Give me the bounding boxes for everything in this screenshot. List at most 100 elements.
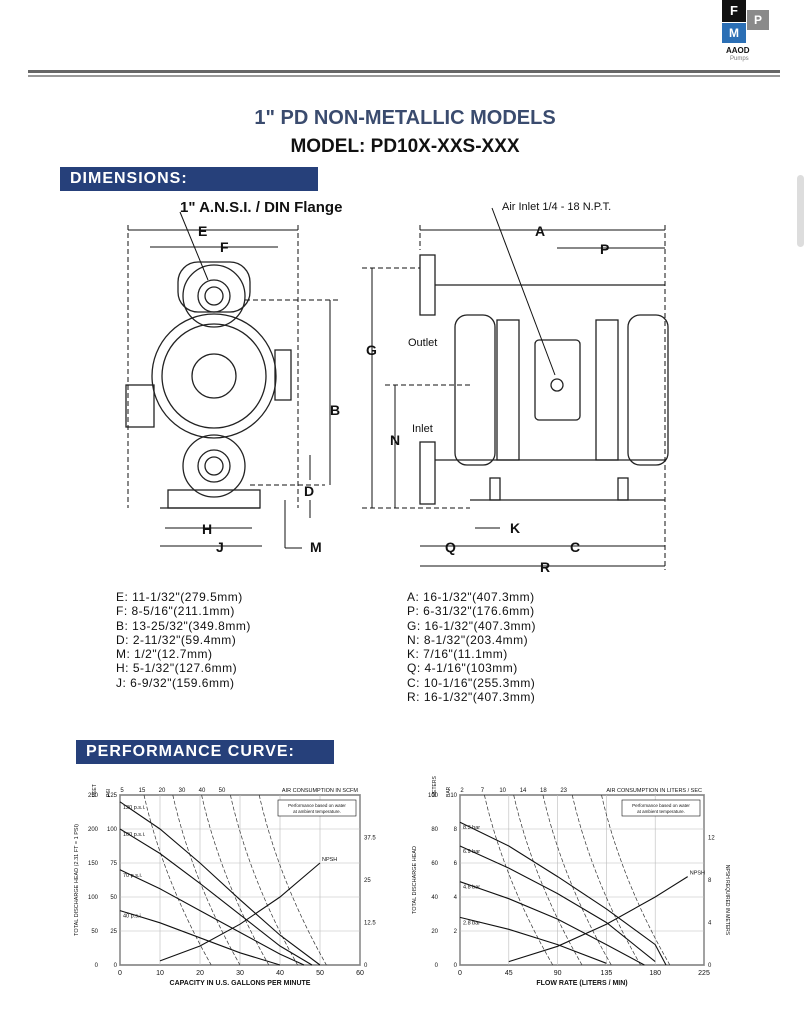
right-tick-label: 37.5 xyxy=(364,836,376,842)
series-line xyxy=(459,821,667,966)
top-tick-label: 2 xyxy=(460,788,464,794)
x-axis-label: FLOW RATE (LITERS / MIN) xyxy=(536,980,627,987)
top-axis-label: AIR CONSUMPTION IN SCFM xyxy=(282,788,359,794)
x-tick-label: 0 xyxy=(118,970,122,977)
y-tick-label: 0 xyxy=(95,963,99,969)
top-tick-label: 5 xyxy=(120,788,124,794)
dim-label-a: A xyxy=(535,223,545,239)
top-tick-label: 18 xyxy=(540,788,547,794)
x-tick-label: 135 xyxy=(601,970,613,977)
inlet-label: Inlet xyxy=(412,423,433,435)
logo-subtitle: Pumps xyxy=(730,56,749,62)
y-tick-label-secondary: 10 xyxy=(450,793,457,799)
note-line: Performance based on water xyxy=(288,803,346,808)
pressure-label: 2.8 bar xyxy=(463,920,480,926)
dim-label-k: K xyxy=(510,520,520,536)
top-tick-label: 40 xyxy=(199,788,206,794)
right-tick-label: 25 xyxy=(364,878,371,884)
top-tick-label: 15 xyxy=(139,788,146,794)
dimension-drawing: 1" A.N.S.I. / DIN Flange E F B D H J M A… xyxy=(125,199,669,575)
series-line xyxy=(119,801,321,966)
air-consumption-curve xyxy=(484,794,554,966)
dim-item: D: 2-11/32"(59.4mm) xyxy=(116,632,237,647)
air-consumption-curve xyxy=(601,794,671,966)
air-consumption-curve xyxy=(143,794,212,966)
series-line xyxy=(159,862,321,962)
dim-label-q: Q xyxy=(445,539,456,555)
y-tick-label-secondary: 50 xyxy=(110,895,117,901)
logo-letter-p: P xyxy=(747,10,769,30)
y-tick-label-secondary: 75 xyxy=(110,861,117,867)
scrollbar-thumb[interactable] xyxy=(797,175,804,247)
air-consumption-curve xyxy=(258,794,327,966)
series-line xyxy=(119,910,281,966)
note-line: Performance based on water xyxy=(632,803,690,808)
outlet-label: Outlet xyxy=(408,337,437,349)
dim-label-j: J xyxy=(216,539,224,555)
dim-label-p: P xyxy=(600,241,609,257)
y-tick-label: 80 xyxy=(431,827,438,833)
air-consumption-curve xyxy=(542,794,612,966)
note-line: at ambient temperature. xyxy=(637,809,685,814)
y-tick-label: 50 xyxy=(91,929,98,935)
pressure-label: 100 p.s.i. xyxy=(123,832,146,838)
series-line xyxy=(459,916,607,964)
dim-item: G: 16-1/32"(407.3mm) xyxy=(407,618,536,633)
y-tick-label: 60 xyxy=(431,861,438,867)
npsh-label: NPSH xyxy=(690,871,705,877)
pressure-label: 8.3 bar xyxy=(463,825,480,831)
x-tick-label: 50 xyxy=(316,970,324,977)
dim-item: R: 16-1/32"(407.3mm) xyxy=(407,690,536,705)
dim-label-c: C xyxy=(570,539,580,555)
air-consumption-curve xyxy=(571,794,641,966)
y-tick-label: 40 xyxy=(431,895,438,901)
y-tick-label-secondary: 4 xyxy=(454,895,458,901)
x-tick-label: 0 xyxy=(458,970,462,977)
dim-label-b: B xyxy=(330,402,340,418)
y-tick-label-secondary: 0 xyxy=(114,963,118,969)
right-tick-label: 4 xyxy=(708,921,712,927)
dim-item: C: 10-1/16"(255.3mm) xyxy=(407,675,536,690)
dim-label-m: M xyxy=(310,539,322,555)
y-tick-label-secondary: 125 xyxy=(107,793,118,799)
dim-item: E: 11-1/32"(279.5mm) xyxy=(116,590,243,604)
y-tick-label-secondary: 100 xyxy=(107,827,118,833)
series-line xyxy=(119,828,313,966)
dim-item: M: 1/2"(12.7mm) xyxy=(116,647,213,662)
right-axis-label: NPSH REQUIRED IN METERS xyxy=(724,865,730,936)
model-title: MODEL: PD10X-XXS-XXX xyxy=(290,136,520,157)
dim-item: K: 7/16"(11.1mm) xyxy=(407,647,508,662)
dim-item: B: 13-25/32"(349.8mm) xyxy=(116,618,251,633)
logo-letter-m: M xyxy=(722,23,746,43)
y-tick-label-secondary: 0 xyxy=(454,963,458,969)
dim-item: Q: 4-1/16"(103mm) xyxy=(407,661,518,676)
right-tick-label: 0 xyxy=(364,963,368,969)
pressure-label: 40 p.s.i. xyxy=(123,914,143,920)
npsh-label: NPSH xyxy=(322,857,337,863)
air-consumption-curve xyxy=(172,794,241,966)
x-tick-label: 30 xyxy=(236,970,244,977)
note-line: at ambient temperature. xyxy=(293,809,341,814)
dim-label-f: F xyxy=(220,239,229,255)
dim-label-e: E xyxy=(198,223,207,239)
right-tick-label: 8 xyxy=(708,878,712,884)
y-tick-label: 100 xyxy=(428,793,439,799)
series-line xyxy=(459,845,656,963)
x-tick-label: 90 xyxy=(554,970,562,977)
y-unit-label-secondary: BAR xyxy=(446,786,452,797)
right-tick-label: 0 xyxy=(708,963,712,969)
pressure-label: 120 p.s.i. xyxy=(123,805,146,811)
y-axis-label: TOTAL DISCHARGE HEAD (2.31 FT = 1 PSI) xyxy=(74,824,80,936)
dim-item: A: 16-1/32"(407.3mm) xyxy=(407,590,535,604)
dim-label-g: G xyxy=(366,342,377,358)
series-line xyxy=(119,869,305,966)
x-tick-label: 180 xyxy=(649,970,661,977)
y-tick-label: 0 xyxy=(435,963,439,969)
top-tick-label: 50 xyxy=(219,788,226,794)
y-tick-label: 200 xyxy=(88,827,99,833)
top-tick-label: 20 xyxy=(159,788,166,794)
pressure-label: 70 p.s.i. xyxy=(123,873,143,879)
dim-item: P: 6-31/32"(176.6mm) xyxy=(407,604,535,619)
dim-item: H: 5-1/32"(127.6mm) xyxy=(116,661,238,676)
